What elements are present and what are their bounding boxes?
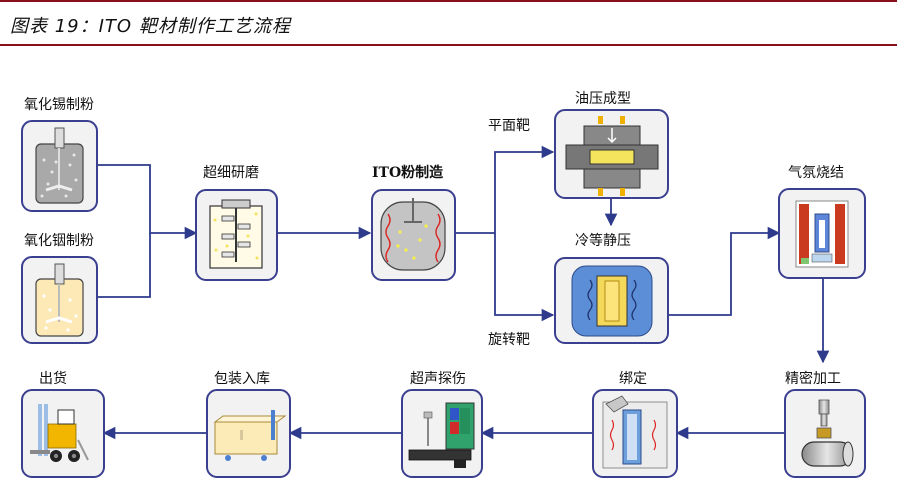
- oil-press-icon: [565, 116, 659, 196]
- label-shipping: 出货: [39, 371, 67, 387]
- label-packing: 包装入库: [214, 371, 270, 387]
- label-tin-oxide: 氧化锡制粉: [24, 97, 94, 113]
- tin-oxide-tank-icon: [35, 127, 84, 204]
- label-machining: 精密加工: [785, 371, 841, 387]
- title-rule: [0, 44, 897, 46]
- top-accent-line: [0, 0, 897, 2]
- label-ultrasonic: 超声探伤: [410, 371, 466, 387]
- sintering-furnace-icon: [795, 200, 849, 268]
- label-planar-target: 平面靶: [488, 118, 530, 134]
- cold-isostatic-icon: [571, 265, 653, 337]
- machining-icon: [801, 399, 854, 467]
- label-ito-powder: ITO粉制造: [372, 165, 444, 181]
- label-sintering: 气氛烧结: [788, 165, 844, 181]
- flow-connectors: [97, 145, 830, 440]
- forklift-icon: [30, 404, 89, 462]
- connector-to-cold-isostatic: [494, 233, 555, 322]
- grinding-mill-icon: [209, 199, 263, 269]
- label-oil-press: 油压成型: [575, 91, 631, 107]
- connector-to-oil-press: [494, 145, 555, 233]
- packing-crate-icon: [213, 410, 287, 461]
- connector-indium-to-grinding: [97, 233, 151, 298]
- label-indium-oxide: 氧化铟制粉: [24, 233, 94, 249]
- ito-reactor-icon: [380, 198, 446, 271]
- bonding-icon: [602, 395, 668, 469]
- ultrasonic-tester-icon: [408, 402, 475, 468]
- connector-cold-to-sintering: [668, 226, 781, 316]
- label-rotary-target: 旋转靶: [488, 332, 530, 348]
- figure-title: 图表 19：ITO 靶材制作工艺流程: [10, 16, 291, 37]
- label-bonding: 绑定: [619, 371, 647, 387]
- label-cold-isostatic: 冷等静压: [575, 233, 631, 249]
- indium-oxide-tank-icon: [35, 263, 84, 337]
- connector-tin-to-grinding: [97, 164, 198, 240]
- label-grinding: 超细研磨: [203, 165, 259, 181]
